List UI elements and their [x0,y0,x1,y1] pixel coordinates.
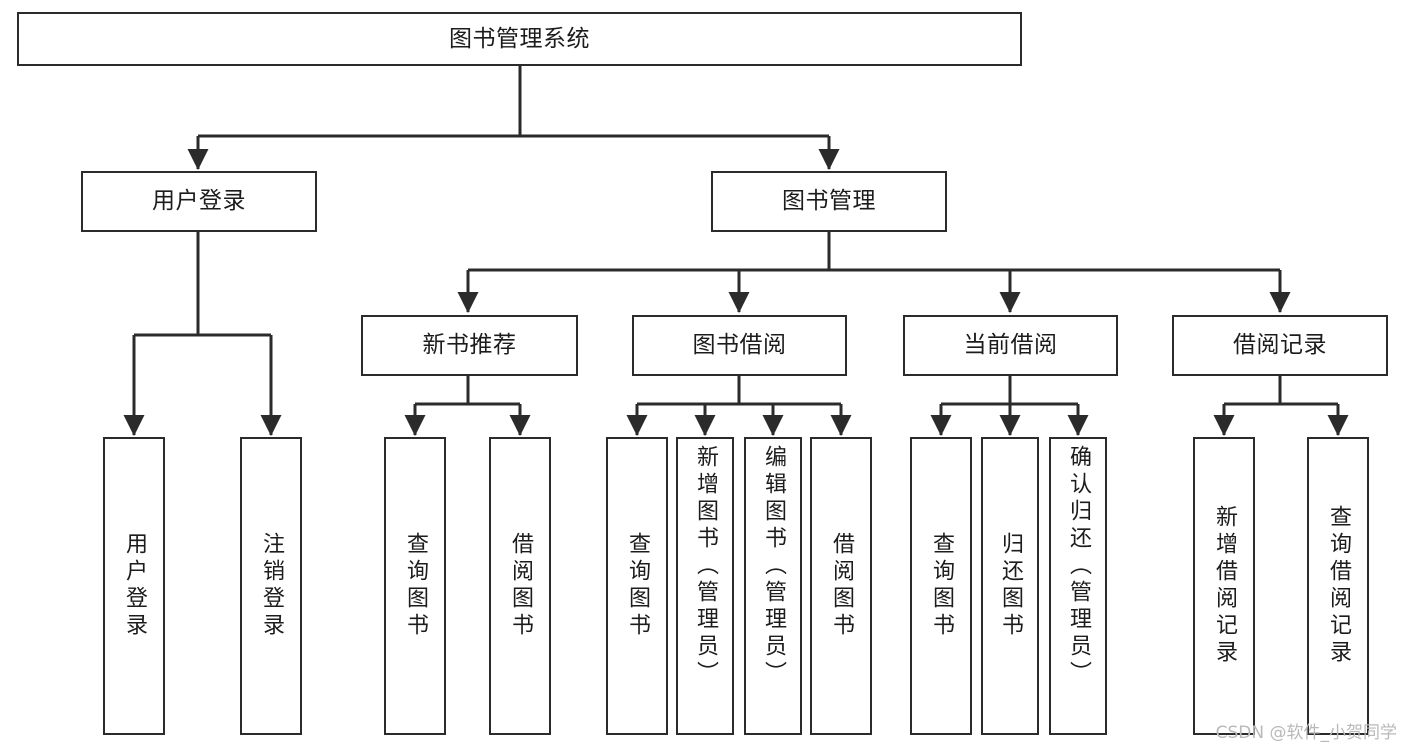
node-leaf-query-book-3-label: 查询图书 [929,532,954,640]
node-new-book-recommend[interactable]: 新书推荐 [361,315,578,376]
node-user-login-label: 用户登录 [152,188,246,215]
node-leaf-add-record-label: 新增借阅记录 [1212,505,1237,667]
node-book-borrow[interactable]: 图书借阅 [632,315,847,376]
node-leaf-return-book[interactable]: 归还图书 [981,437,1039,735]
node-leaf-borrow-book-2[interactable]: 借阅图书 [810,437,872,735]
node-root-label: 图书管理系统 [449,25,590,52]
node-leaf-query-book-1-label: 查询图书 [403,532,428,640]
node-leaf-logout[interactable]: 注销登录 [240,437,302,735]
node-leaf-borrow-book-2-label: 借阅图书 [829,532,854,640]
node-book-borrow-label: 图书借阅 [692,332,787,359]
node-leaf-borrow-book-1-label: 借阅图书 [508,532,533,640]
node-book-manage-label: 图书管理 [782,188,876,215]
node-leaf-query-book-1[interactable]: 查询图书 [384,437,446,735]
node-leaf-confirm-return[interactable]: 确认归还（管理员） [1049,437,1107,735]
node-root[interactable]: 图书管理系统 [17,12,1022,66]
node-leaf-add-record[interactable]: 新增借阅记录 [1193,437,1255,735]
node-current-borrow[interactable]: 当前借阅 [903,315,1118,376]
node-leaf-return-book-label: 归还图书 [998,532,1023,640]
node-leaf-edit-book[interactable]: 编辑图书（管理员） [744,437,802,735]
node-leaf-query-record[interactable]: 查询借阅记录 [1307,437,1369,735]
node-leaf-add-book-label: 新增图书（管理员） [693,445,718,688]
node-leaf-add-book[interactable]: 新增图书（管理员） [676,437,734,735]
csdn-watermark: CSDN @软件_小贺同学 [1215,723,1397,743]
node-borrow-record-label: 借阅记录 [1233,332,1327,359]
node-leaf-logout-label: 注销登录 [259,532,284,640]
node-leaf-user-login[interactable]: 用户登录 [103,437,165,735]
node-leaf-edit-book-label: 编辑图书（管理员） [761,445,786,688]
node-leaf-query-book-2-label: 查询图书 [625,532,650,640]
node-borrow-record[interactable]: 借阅记录 [1172,315,1388,376]
node-user-login[interactable]: 用户登录 [81,171,317,232]
node-new-book-recommend-label: 新书推荐 [422,332,517,359]
node-leaf-query-record-label: 查询借阅记录 [1326,505,1351,667]
node-leaf-confirm-return-label: 确认归还（管理员） [1066,445,1091,688]
node-leaf-user-login-label: 用户登录 [122,532,147,640]
node-leaf-query-book-3[interactable]: 查询图书 [910,437,972,735]
node-leaf-borrow-book-1[interactable]: 借阅图书 [489,437,551,735]
node-book-manage[interactable]: 图书管理 [711,171,947,232]
node-current-borrow-label: 当前借阅 [963,332,1058,359]
node-leaf-query-book-2[interactable]: 查询图书 [606,437,668,735]
